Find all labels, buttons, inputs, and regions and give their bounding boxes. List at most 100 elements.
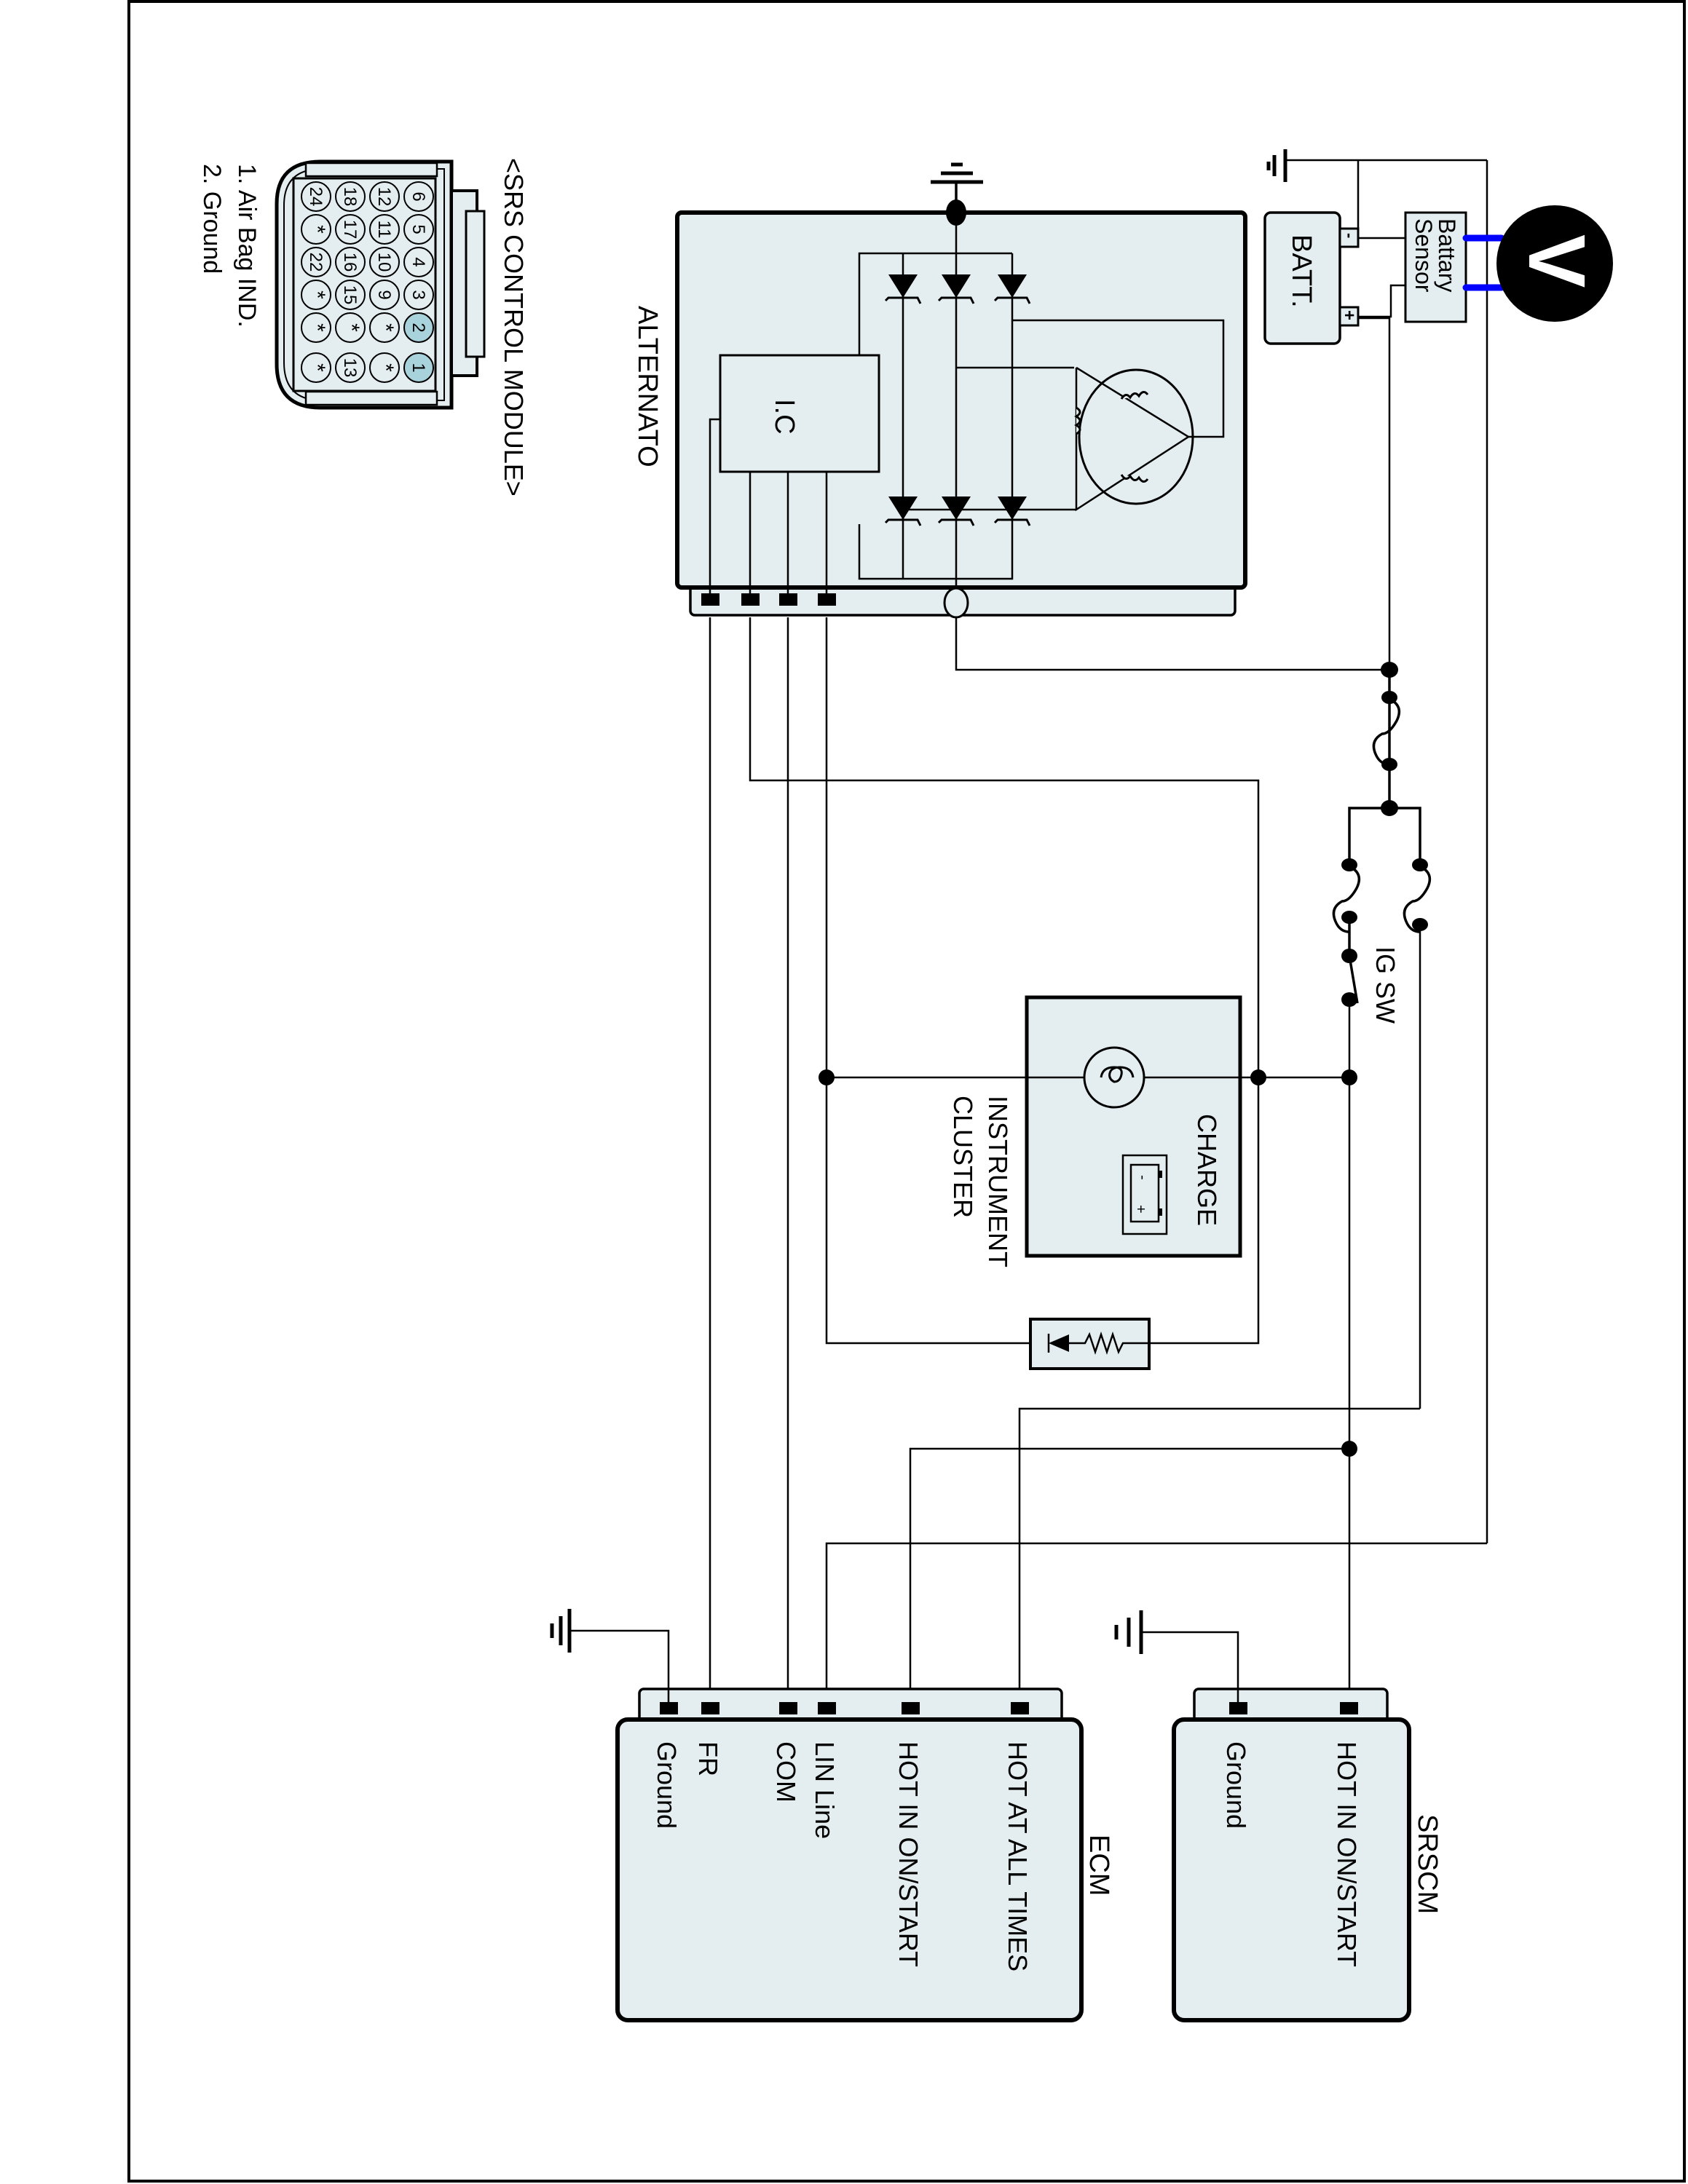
zener-diode-icon: [993, 496, 1031, 526]
srs-pin-number: *: [374, 323, 398, 332]
sensor-leads: [1462, 234, 1505, 291]
page-border: [127, 0, 1686, 2183]
srscm-label: SRSCM: [1412, 1814, 1443, 1914]
alternator-pin-lin: [779, 593, 797, 606]
srs-pin-4: [403, 247, 434, 277]
srscm-ground-icon: [1114, 1610, 1239, 1711]
srs-pin-16: [335, 247, 366, 277]
srs-pin-unused: [369, 352, 400, 383]
srscm-pin-label-hot-on-start: HOT IN ON/START: [1332, 1741, 1362, 1967]
charge-lamp-icon: [1083, 1046, 1145, 1109]
ecm-pin-label-ground: Ground: [652, 1741, 682, 1829]
alternator-pin-l: [818, 593, 836, 606]
ignition-switch-icon: [1341, 949, 1359, 1007]
battery-negative-sign: -: [1341, 233, 1359, 238]
srs-pin-17: [335, 214, 366, 245]
srs-pin-5: [403, 214, 434, 245]
battery-label: BATT.: [1286, 234, 1317, 308]
srs-pin-number: *: [305, 323, 329, 332]
batt-fuse-icon: [1403, 858, 1432, 933]
srs-pin-22: [301, 247, 331, 277]
alternator-b-plus-terminal: [943, 587, 969, 619]
zener-diode-icon: [993, 274, 1031, 304]
instrument-cluster-label-line1: INSTRUMENT: [983, 1096, 1013, 1267]
battery-sensor: Battary Sensor: [1404, 211, 1467, 323]
srs-pin-number: 15: [340, 285, 360, 305]
battery-warning-pos: +: [1132, 1205, 1148, 1214]
alternator-label: ALTERNATO: [632, 306, 663, 467]
srs-pin-1: [403, 352, 434, 383]
srs-pin-number: 10: [374, 253, 394, 272]
zener-diode-icon: [937, 496, 975, 526]
srs-pin-number: 18: [340, 187, 360, 207]
zener-diode-icon: [937, 274, 975, 304]
instrument-cluster: - + CHARGE INSTRUMENT CLUSTER: [827, 995, 1349, 1267]
srs-pin-unused: [369, 312, 400, 343]
srs-pin-number: *: [305, 290, 329, 299]
srs-pin-number: *: [305, 225, 329, 234]
srs-pin-number: 12: [374, 187, 394, 207]
battery-warning-neg: -: [1135, 1175, 1151, 1180]
srs-module-title: <SRS CONTROL MODULE>: [499, 158, 529, 496]
srscm-pin-label-ground: Ground: [1221, 1741, 1251, 1829]
battery-positive-terminal: [1338, 306, 1360, 327]
ecm-pin-ground: [660, 1702, 678, 1714]
diode-resistor-module: [1029, 1318, 1151, 1370]
diode-icon: [1047, 1334, 1069, 1353]
rectifier-diodes: [884, 274, 1031, 526]
srs-pin-10: [369, 247, 400, 277]
ecm-pin-label-fr: FR: [693, 1741, 723, 1776]
battery-ground-icon: [1266, 149, 1487, 182]
srs-pin-number: 24: [306, 187, 326, 207]
voltmeter-icon: V: [1496, 205, 1613, 322]
srscm-pin-ground: [1229, 1702, 1247, 1714]
srs-pin-number: 3: [409, 290, 428, 299]
srs-pin-number: 6: [409, 191, 428, 201]
fuse-block: IG SW: [909, 617, 1432, 1711]
alternator-pin-com: [741, 593, 760, 606]
ecm-pin-hot-all-times: [1011, 1702, 1029, 1714]
srs-pin-number: *: [374, 363, 398, 372]
ic-label: I.C: [769, 399, 800, 435]
srs-pin-number: *: [339, 323, 363, 332]
srs-pin-unused: [335, 312, 366, 343]
resistor-icon: [1069, 1332, 1149, 1355]
srs-legend-item-1: 1. Air Bag IND.: [233, 164, 261, 328]
ecm-pin-hot-on-start: [902, 1702, 920, 1714]
srs-pin-9: [369, 280, 400, 310]
alternator-pin-fr: [701, 593, 719, 606]
srs-pin-18: [335, 181, 366, 212]
srs-pin-number: 17: [340, 220, 360, 240]
battery: BATT. - +: [1263, 211, 1360, 345]
srs-pin-number: 1: [409, 363, 428, 372]
srs-pin-6: [403, 181, 434, 212]
srs-pin-13: [335, 352, 366, 383]
srscm: Ground HOT IN ON/START SRSCM: [1114, 1610, 1443, 2022]
srs-pin-unused: [301, 214, 331, 245]
srs-pin-number: 5: [409, 224, 428, 234]
srs-pin-15: [335, 280, 366, 310]
ecm-pin-label-hot-on-start: HOT IN ON/START: [894, 1741, 923, 1967]
srs-legend-item-2: 2. Ground: [198, 164, 226, 274]
battery-sensor-label-line2: Sensor: [1411, 218, 1437, 293]
srs-pin-number: 22: [306, 253, 326, 272]
alternator: ALTERNATO I: [632, 162, 1247, 619]
ig-sw-label: IG SW: [1370, 946, 1400, 1024]
instrument-cluster-label-line2: CLUSTER: [948, 1096, 978, 1218]
srs-pin-3: [403, 280, 434, 310]
regulator-ic: [719, 354, 880, 473]
srs-pin-number: 16: [340, 253, 360, 272]
main-fuse-icon: [1372, 691, 1401, 771]
srs-pin-unused: [301, 312, 331, 343]
srs-pin-number: 9: [374, 290, 394, 299]
ecm-pin-label-hot-all-times: HOT AT ALL TIMES: [1003, 1741, 1033, 1971]
ecm-label: ECM: [1084, 1835, 1114, 1896]
battery-warning-icon: - +: [1121, 1154, 1168, 1235]
srs-pin-12: [369, 181, 400, 212]
srscm-connector: [1193, 1688, 1389, 1723]
ecm-pin-fr: [701, 1702, 719, 1714]
zener-diode-icon: [884, 274, 922, 304]
srs-pin-unused: [301, 280, 331, 310]
